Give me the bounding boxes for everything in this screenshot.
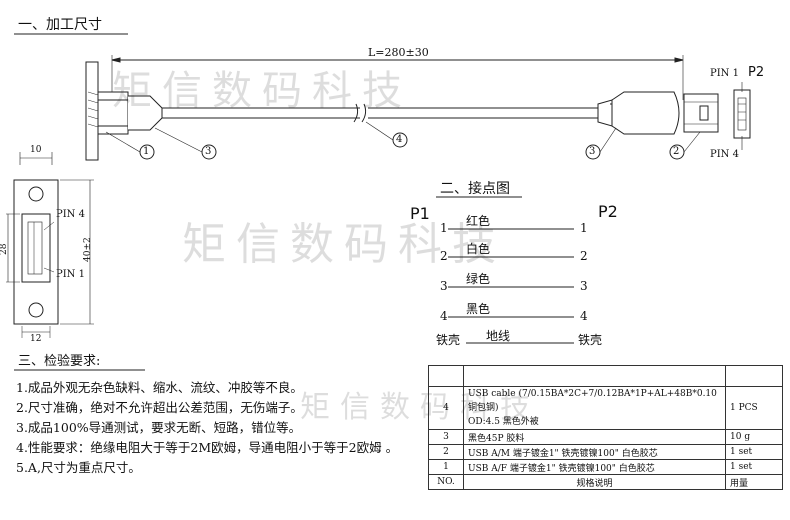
pin4-label: PIN 4: [710, 149, 739, 160]
requirement-1: 1.成品外观无杂色缺料、缩水、流纹、冲胶等不良。: [16, 380, 303, 395]
pin-right-shield: 铁壳: [578, 333, 603, 347]
balloon-3-text: 3: [205, 146, 212, 157]
requirement-5: 5.A,尺寸为重点尺寸。: [16, 460, 141, 475]
pin-color-2: 白色: [466, 242, 491, 256]
front-pin4-label: PIN 4: [56, 209, 85, 220]
watermark: 矩信数码科技: [112, 68, 412, 114]
requirement-4: 4.性能要求：绝缘电阻大于等于2M欧姆，导通电阻小于等于2欧姆 。: [16, 440, 399, 455]
table-row: [428, 365, 783, 387]
bom-no: 3: [428, 429, 464, 445]
pin-color-shield: 地线: [486, 329, 511, 343]
balloon-1-text: 1: [143, 146, 150, 157]
dim-front-length: 40±2: [83, 237, 93, 262]
mount-hole-bottom: [28, 302, 44, 318]
flange-side: [85, 61, 99, 161]
pin-color-4: 黑色: [466, 302, 491, 316]
bom-no: 1: [428, 459, 464, 475]
right-overmold: [611, 91, 680, 135]
length-label: L=280±30: [368, 46, 429, 59]
pin-left-1: 1: [440, 221, 448, 235]
bom-no: 2: [428, 444, 464, 460]
table-row: 2 USB A/M 端子镀金1" 铁壳镀镍100" 白色胶芯 1 set: [428, 444, 783, 460]
left-overmold: [128, 95, 163, 131]
balloon-4-text: 4: [396, 134, 403, 145]
bom-header-qty: 用量: [725, 474, 783, 490]
bom-qty: 1 set: [725, 444, 783, 460]
bom-qty: 10 g: [725, 429, 783, 445]
section-title-dimensions: 一、加工尺寸: [18, 17, 102, 33]
cable-break: [353, 103, 367, 123]
bom-spec: 黑色45P 胶料: [463, 429, 726, 445]
pin-right-4: 4: [580, 309, 588, 323]
bom-qty: 1 PCS: [725, 386, 783, 430]
bom-no: 4: [428, 386, 464, 430]
mount-hole-top: [28, 186, 44, 202]
p2-label: P2: [598, 202, 618, 221]
bom-table: 4 USB cable (7/0.15BA*2C+7/0.12BA*1P+AL+…: [428, 365, 783, 490]
bom-spec: USB cable (7/0.15BA*2C+7/0.12BA*1P+AL+48…: [463, 386, 726, 430]
section-title-pinout: 二、接点图: [440, 181, 510, 197]
bom-qty: 1 set: [725, 459, 783, 475]
section-title-inspection: 三、检验要求:: [18, 354, 101, 369]
female-housing-side: [97, 91, 129, 135]
table-row: 1 USB A/F 端子镀金1" 铁壳镀镍100" 白色胶芯 1 set: [428, 459, 783, 475]
table-row: 4 USB cable (7/0.15BA*2C+7/0.12BA*1P+AL+…: [428, 386, 783, 430]
bom-spec-line: OD:4.5 黑色外被: [468, 417, 539, 427]
dim-front-bottom: 12: [30, 334, 42, 344]
pin-color-3: 绿色: [466, 272, 491, 286]
bom-header-spec: 规格说明: [463, 474, 726, 490]
requirement-3: 3.成品100%导通测试，要求无断、短路，错位等。: [16, 420, 302, 435]
table-row: 3 黑色45P 胶料 10 g: [428, 429, 783, 445]
p1-label: P1: [410, 204, 430, 223]
pin-left-3: 3: [440, 279, 448, 293]
dim-front-height: 28: [0, 243, 9, 255]
bom-spec: USB A/M 端子镀金1" 铁壳镀镍100" 白色胶芯: [463, 444, 726, 460]
pin-left-2: 2: [440, 249, 448, 263]
balloon-2-text: 2: [673, 146, 680, 157]
bom-header-no: NO.: [428, 474, 464, 490]
table-header-row: NO. 规格说明 用量: [428, 474, 783, 490]
pin-color-1: 红色: [466, 214, 491, 228]
pin1-label: PIN 1: [710, 68, 739, 79]
pin-right-2: 2: [580, 249, 588, 263]
bom-spec: USB A/F 端子镀金1" 铁壳镀镍100" 白色胶芯: [463, 459, 726, 475]
p2-label-top: P2: [748, 65, 765, 80]
front-pin1-label: PIN 1: [56, 269, 85, 280]
pin-right-1: 1: [580, 221, 588, 235]
balloon-3-text: 3: [589, 146, 596, 157]
dim-side-width: 10: [30, 145, 42, 155]
pin-left-4: 4: [440, 309, 448, 323]
pin-left-shield: 铁壳: [436, 333, 461, 347]
watermark: 矩信数码科技: [182, 219, 506, 270]
pin-right-3: 3: [580, 279, 588, 293]
requirement-2: 2.尺寸准确，绝对不允许超出公差范围，无伤端子。: [16, 400, 303, 415]
bom-spec-line: USB cable (7/0.15BA*2C+7/0.12BA*1P+AL+48…: [468, 389, 717, 413]
